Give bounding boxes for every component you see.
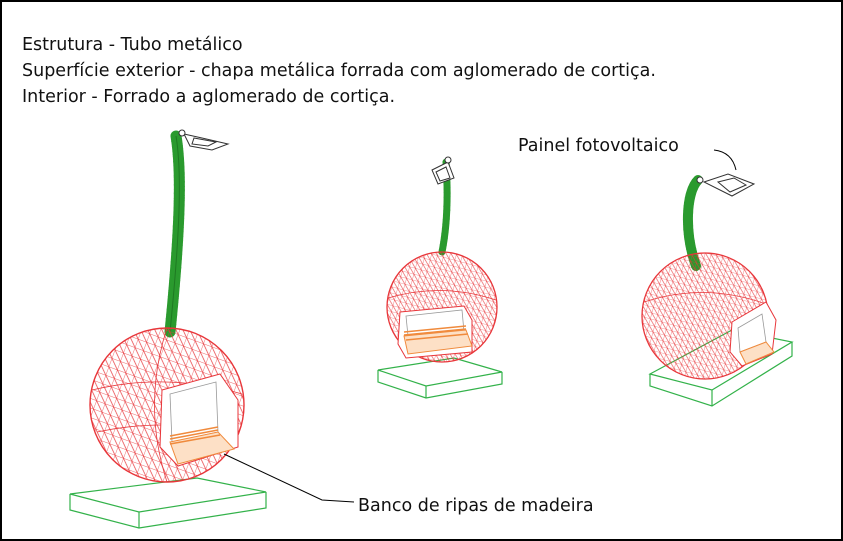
leader-panel (713, 149, 737, 171)
seat-opening-center (397, 305, 473, 359)
note-structure: Estrutura - Tubo metálico (22, 35, 243, 55)
solar-panel-center (431, 156, 455, 185)
leader-lines (223, 149, 737, 503)
note-interior: Interior - Forrado a aglomerado de corti… (22, 87, 396, 107)
solar-panel-large (178, 129, 230, 151)
base-slab-large (69, 477, 267, 529)
seat-opening-large (159, 373, 239, 467)
stem-large (164, 130, 185, 338)
note-exterior: Superfície exterior - chapa metálica for… (22, 61, 656, 81)
cherry-kiosk-center (377, 156, 503, 399)
description-notes: Estrutura - Tubo metálico Superfície ext… (22, 32, 656, 110)
base-slab-center (377, 357, 503, 399)
cherry-kiosk-right (641, 173, 794, 407)
solar-panel-right (696, 173, 756, 197)
label-solar-panel: Painel fotovoltaico (518, 136, 679, 156)
label-wooden-bench: Banco de ripas de madeira (358, 496, 594, 516)
leader-bench (223, 453, 355, 503)
cherry-kiosk-large (69, 129, 267, 529)
seat-opening-right (729, 301, 777, 367)
